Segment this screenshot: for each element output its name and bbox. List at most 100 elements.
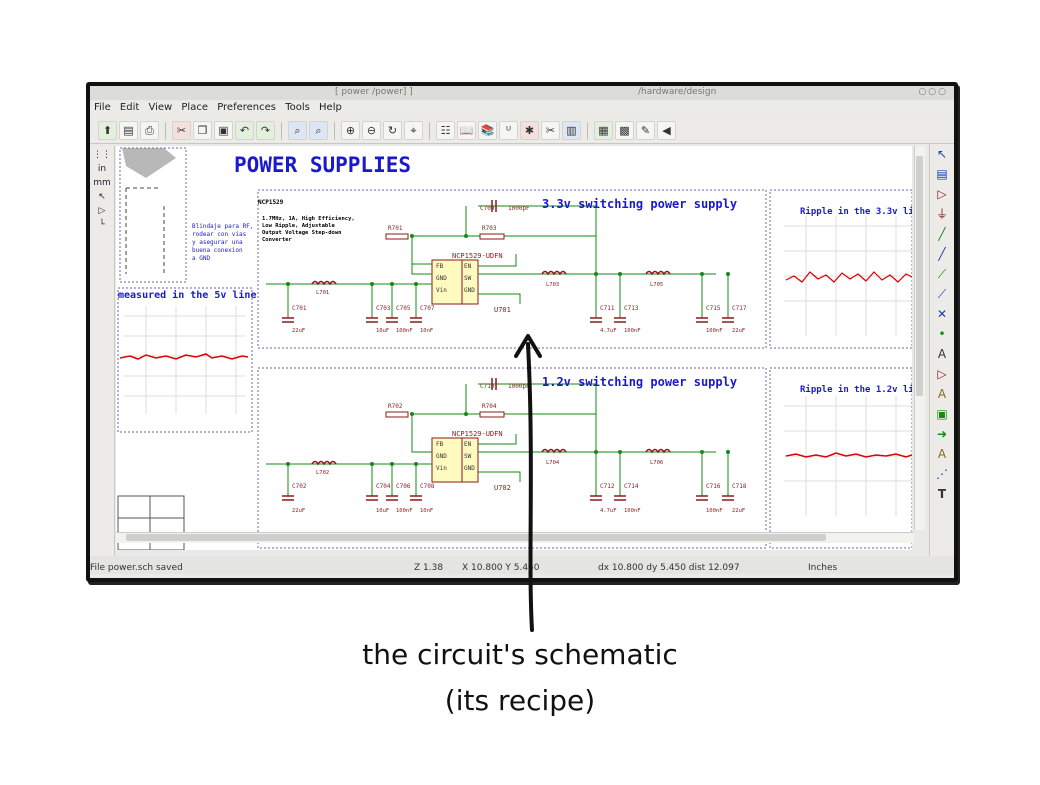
cvpcb-icon[interactable]: ▦ xyxy=(594,121,613,140)
print-icon[interactable]: ⎙ xyxy=(140,121,159,140)
hierarchy-nav-icon[interactable]: ▤ xyxy=(936,167,948,181)
hier-label-icon[interactable]: A xyxy=(937,387,947,401)
redo-icon[interactable]: ↷ xyxy=(256,121,275,140)
zoom-out-icon[interactable]: ⊖ xyxy=(362,121,381,140)
erc-icon[interactable]: ✱ xyxy=(520,121,539,140)
redraw-icon[interactable]: ↻ xyxy=(383,121,402,140)
place-bus-icon[interactable]: ╱ xyxy=(938,247,946,261)
import-pin-icon[interactable]: ➜ xyxy=(936,427,948,441)
pcbnew-icon[interactable]: ▩ xyxy=(615,121,634,140)
vscroll-thumb[interactable] xyxy=(916,156,923,396)
cursor-icon[interactable]: ↖ xyxy=(98,192,106,202)
paste-icon[interactable]: ▣ xyxy=(214,121,233,140)
cap-label: C713 xyxy=(624,305,639,312)
units-inch-button[interactable]: in xyxy=(97,164,107,174)
c710-value: 1000pF xyxy=(508,383,530,390)
r704-label: R704 xyxy=(482,403,497,410)
place-component-icon[interactable]: ▷ xyxy=(937,187,947,201)
menu-help[interactable]: Help xyxy=(319,102,342,113)
l703-label: L703 xyxy=(546,282,559,288)
netlist-icon[interactable]: ✂ xyxy=(541,121,560,140)
bus-entry-icon[interactable]: ⟋ xyxy=(937,287,947,301)
cap-label: C714 xyxy=(624,483,639,490)
caption-line-2: (its recipe) xyxy=(444,684,596,717)
r701-label: R701 xyxy=(388,225,403,232)
bus-orient-icon[interactable]: └ xyxy=(99,220,105,230)
ic-desc-1: 1.7MHz, 1A, High Efficiency, xyxy=(262,216,355,222)
window-controls[interactable]: ○○○ xyxy=(918,87,948,97)
window-path: /hardware/design xyxy=(638,87,717,97)
copy-icon[interactable]: ❐ xyxy=(193,121,212,140)
caps-12v-labels: C702 C704 C706 C708 C712 C714 C716 C718 … xyxy=(292,483,747,514)
cap-value: 22uF xyxy=(732,328,745,334)
grid-icon[interactable]: ⋮⋮ xyxy=(93,150,111,160)
zoom-fit-icon[interactable]: ⌖ xyxy=(404,121,423,140)
place-power-icon[interactable]: ⏚ xyxy=(935,207,948,221)
new-icon[interactable]: ⬆ xyxy=(98,121,117,140)
ic-desc-2: Low Ripple, Adjustable xyxy=(262,222,336,229)
cap-label: C708 xyxy=(420,483,435,490)
hier-pin-icon[interactable]: A xyxy=(937,447,947,461)
cap-value: 22uF xyxy=(292,328,305,334)
units-mm-button[interactable]: mm xyxy=(93,178,111,188)
page-settings-icon[interactable]: ▤ xyxy=(119,121,138,140)
no-connect-icon[interactable]: ✕ xyxy=(936,307,948,321)
cap-label: C718 xyxy=(732,483,747,490)
library-browser-icon[interactable]: 📚 xyxy=(478,121,497,140)
place-wire-icon[interactable]: ╱ xyxy=(938,227,946,241)
find-icon[interactable]: ⌕ xyxy=(288,121,307,140)
separator xyxy=(281,121,284,140)
cap-label: C705 xyxy=(396,305,411,312)
status-units: Inches xyxy=(808,563,838,573)
vertical-scrollbar[interactable] xyxy=(914,146,925,530)
select-icon[interactable]: ↖ xyxy=(936,147,948,161)
hierarchy-icon[interactable]: ☷ xyxy=(436,121,455,140)
hidden-pins-icon[interactable]: ▷ xyxy=(98,206,106,216)
annotate-icon[interactable]: ᵁ xyxy=(499,121,518,140)
back-icon[interactable]: ◀ xyxy=(657,121,676,140)
separator xyxy=(429,121,432,140)
text-icon[interactable]: T xyxy=(937,487,947,501)
caption: the circuit's schematic (its recipe) xyxy=(220,632,820,724)
ic-33v-ref: U701 xyxy=(494,306,511,314)
net-label-icon[interactable]: A xyxy=(937,347,947,361)
library-editor-icon[interactable]: 📖 xyxy=(457,121,476,140)
bom-icon[interactable]: ▥ xyxy=(562,121,581,140)
find-replace-icon[interactable]: ⌕ xyxy=(309,121,328,140)
ripple-plot-12v xyxy=(769,367,912,549)
undo-icon[interactable]: ↶ xyxy=(235,121,254,140)
separator xyxy=(334,121,337,140)
hscroll-thumb[interactable] xyxy=(126,534,826,541)
cap-value: 100nF xyxy=(624,508,641,514)
schematic-canvas[interactable]: Blindaje para RF, rodear con vias y aseg… xyxy=(116,146,912,550)
horizontal-scrollbar[interactable] xyxy=(116,532,914,543)
separator xyxy=(587,121,590,140)
menu-edit[interactable]: Edit xyxy=(119,102,140,113)
zoom-in-icon[interactable]: ⊕ xyxy=(341,121,360,140)
menu-view[interactable]: View xyxy=(148,102,173,113)
main-toolbar: ⬆ ▤ ⎙ ✂ ❐ ▣ ↶ ↷ ⌕ ⌕ ⊕ ⊖ ↻ ⌖ ☷ 📖 📚 ᵁ ✱ ✂ … xyxy=(90,118,954,144)
c710-label: C710 xyxy=(480,383,495,390)
import-icon[interactable]: ✎ xyxy=(636,121,655,140)
menu-preferences[interactable]: Preferences xyxy=(217,102,277,113)
wire-entry-icon[interactable]: ⟋ xyxy=(937,267,947,281)
global-label-icon[interactable]: ▷ xyxy=(937,367,947,381)
cut-icon[interactable]: ✂ xyxy=(172,121,191,140)
pin-en: EN xyxy=(464,441,472,448)
menu-place[interactable]: Place xyxy=(181,102,208,113)
junction-icon[interactable]: • xyxy=(938,327,946,341)
window-title: [ power /power] ] xyxy=(335,87,413,97)
menu-tools[interactable]: Tools xyxy=(285,102,310,113)
menu-bar: File Edit View Place Preferences Tools H… xyxy=(90,102,954,116)
rf-shield-footprint xyxy=(119,147,187,283)
ic-12v-ref: U702 xyxy=(494,484,511,492)
cap-label: C711 xyxy=(600,305,615,312)
menu-file[interactable]: File xyxy=(94,102,111,113)
hier-sheet-icon[interactable]: ▣ xyxy=(936,407,948,421)
shield-note-4: buena conexion xyxy=(192,247,243,254)
graphic-line-icon[interactable]: ⋰ xyxy=(936,467,948,481)
measured-label: measured in the 5v line xyxy=(118,289,256,301)
cap-label: C716 xyxy=(706,483,721,490)
pin-gnd2: GND xyxy=(464,465,475,472)
cap-label: C717 xyxy=(732,305,747,312)
